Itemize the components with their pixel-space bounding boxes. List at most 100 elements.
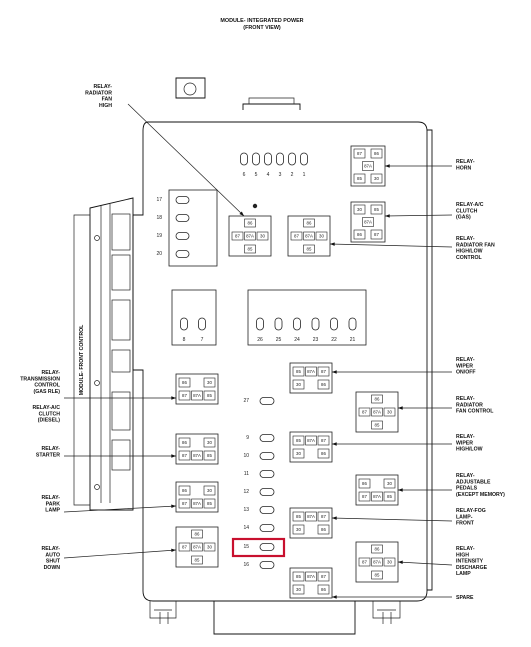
leader-arrow	[398, 406, 403, 410]
module-outline	[89, 197, 134, 511]
relay-pin-label: 85	[195, 558, 200, 563]
fuse-number-23: 23	[313, 337, 319, 343]
relay-pin	[303, 218, 315, 228]
leader-line	[331, 517, 453, 522]
leader-line	[384, 214, 453, 217]
relay-pin-label: 30	[319, 234, 324, 239]
relay-pin	[370, 173, 383, 184]
relay-pin	[191, 542, 203, 552]
bottom-foot-left	[149, 601, 177, 619]
module-screw-top	[94, 235, 100, 241]
relay-pin	[292, 524, 305, 535]
relay-pin	[383, 491, 396, 502]
relay-pin-label: 87	[182, 501, 187, 506]
relay-pin	[178, 450, 191, 461]
relay-pin-label: 87	[294, 234, 299, 239]
relay-pin-label: 87A	[307, 438, 315, 443]
relay-pin-label: 86	[321, 382, 326, 387]
relay-pin	[317, 511, 330, 522]
relay-pin-label: 87A	[305, 234, 313, 239]
fuse-slot-4	[264, 152, 272, 166]
relay-pin-label: 87	[182, 393, 187, 398]
right-flange	[427, 129, 433, 591]
relay-pin	[383, 478, 396, 489]
relay-pin-label: 85	[374, 207, 379, 212]
relay-pin-label: 85	[375, 423, 380, 428]
relay-pin-label: 87A	[193, 501, 201, 506]
relay-pin-label: 87	[321, 574, 326, 579]
relay-pin-label: 87	[357, 151, 362, 156]
fuse-slot-19	[175, 232, 190, 240]
relay-pin-label: 87A	[364, 164, 372, 169]
relay-pin-label: 30	[296, 382, 301, 387]
module-cell	[111, 349, 131, 373]
fuse-number-7: 7	[201, 337, 204, 343]
fuse-number-9: 9	[246, 435, 249, 441]
relay-pin-label: 87	[321, 438, 326, 443]
relay-pin	[362, 217, 374, 227]
fuse-slot-27	[259, 397, 275, 405]
relay-pin-label: 86	[375, 397, 380, 402]
module-cell	[111, 254, 131, 291]
leader-arrow	[332, 516, 337, 520]
relay-pin-label: 85	[296, 369, 301, 374]
relay-pin-label: 86	[374, 151, 379, 156]
relay-pin-label: 87A	[193, 545, 201, 550]
relay-pin-label: 87	[362, 494, 367, 499]
module-cell	[111, 439, 131, 471]
fuse-slot-25	[274, 317, 283, 331]
top-latch	[175, 77, 206, 99]
fuse-number-3: 3	[279, 172, 282, 178]
label-relay-horn: RELAY-HORN	[456, 159, 475, 171]
fuse-slot-20	[175, 250, 190, 258]
relay-pin	[317, 524, 330, 535]
relay-pin-label: 86	[362, 481, 367, 486]
relay-pin-label: 85	[248, 247, 253, 252]
fuse-number-20: 20	[156, 251, 162, 257]
leader-arrow	[332, 595, 337, 599]
fuse-slot-21	[348, 317, 357, 331]
relay-pin	[358, 491, 371, 502]
relay-pin	[203, 485, 216, 496]
relay-pin-label: 87	[321, 369, 326, 374]
relay-pin-label: 87A	[364, 220, 372, 225]
housing	[132, 77, 433, 635]
relay-pin-label: 30	[207, 440, 212, 445]
relay-pin-label: 86	[357, 232, 362, 237]
leader-arrow	[239, 211, 244, 216]
relay-pin	[292, 511, 305, 522]
relay-pin-label: 85	[207, 501, 212, 506]
relay-pin-label: 85	[387, 494, 392, 499]
fuse-pair-8-7	[171, 289, 217, 346]
relay-pin	[353, 148, 366, 159]
relay-pin	[317, 448, 330, 459]
relay-pin	[178, 377, 191, 388]
fuse-number-5: 5	[255, 172, 258, 178]
relay-pin-label: 86	[195, 532, 200, 537]
relay-pin-label: 86	[321, 587, 326, 592]
module-screw-bottom	[94, 484, 100, 490]
fuse-slot-6	[240, 152, 248, 166]
relay-pin-label: 30	[296, 587, 301, 592]
relay-pin-label: 86	[182, 380, 187, 385]
relay-pin-label: 87A	[307, 574, 315, 579]
module-rail	[73, 214, 91, 506]
label-relay-starter: RELAY-STARTER	[36, 446, 60, 458]
fuse-number-24: 24	[294, 337, 300, 343]
fuse-number-6: 6	[243, 172, 246, 178]
relay-pin	[317, 366, 330, 377]
relay-pin	[292, 571, 305, 582]
relay-pin	[203, 437, 216, 448]
